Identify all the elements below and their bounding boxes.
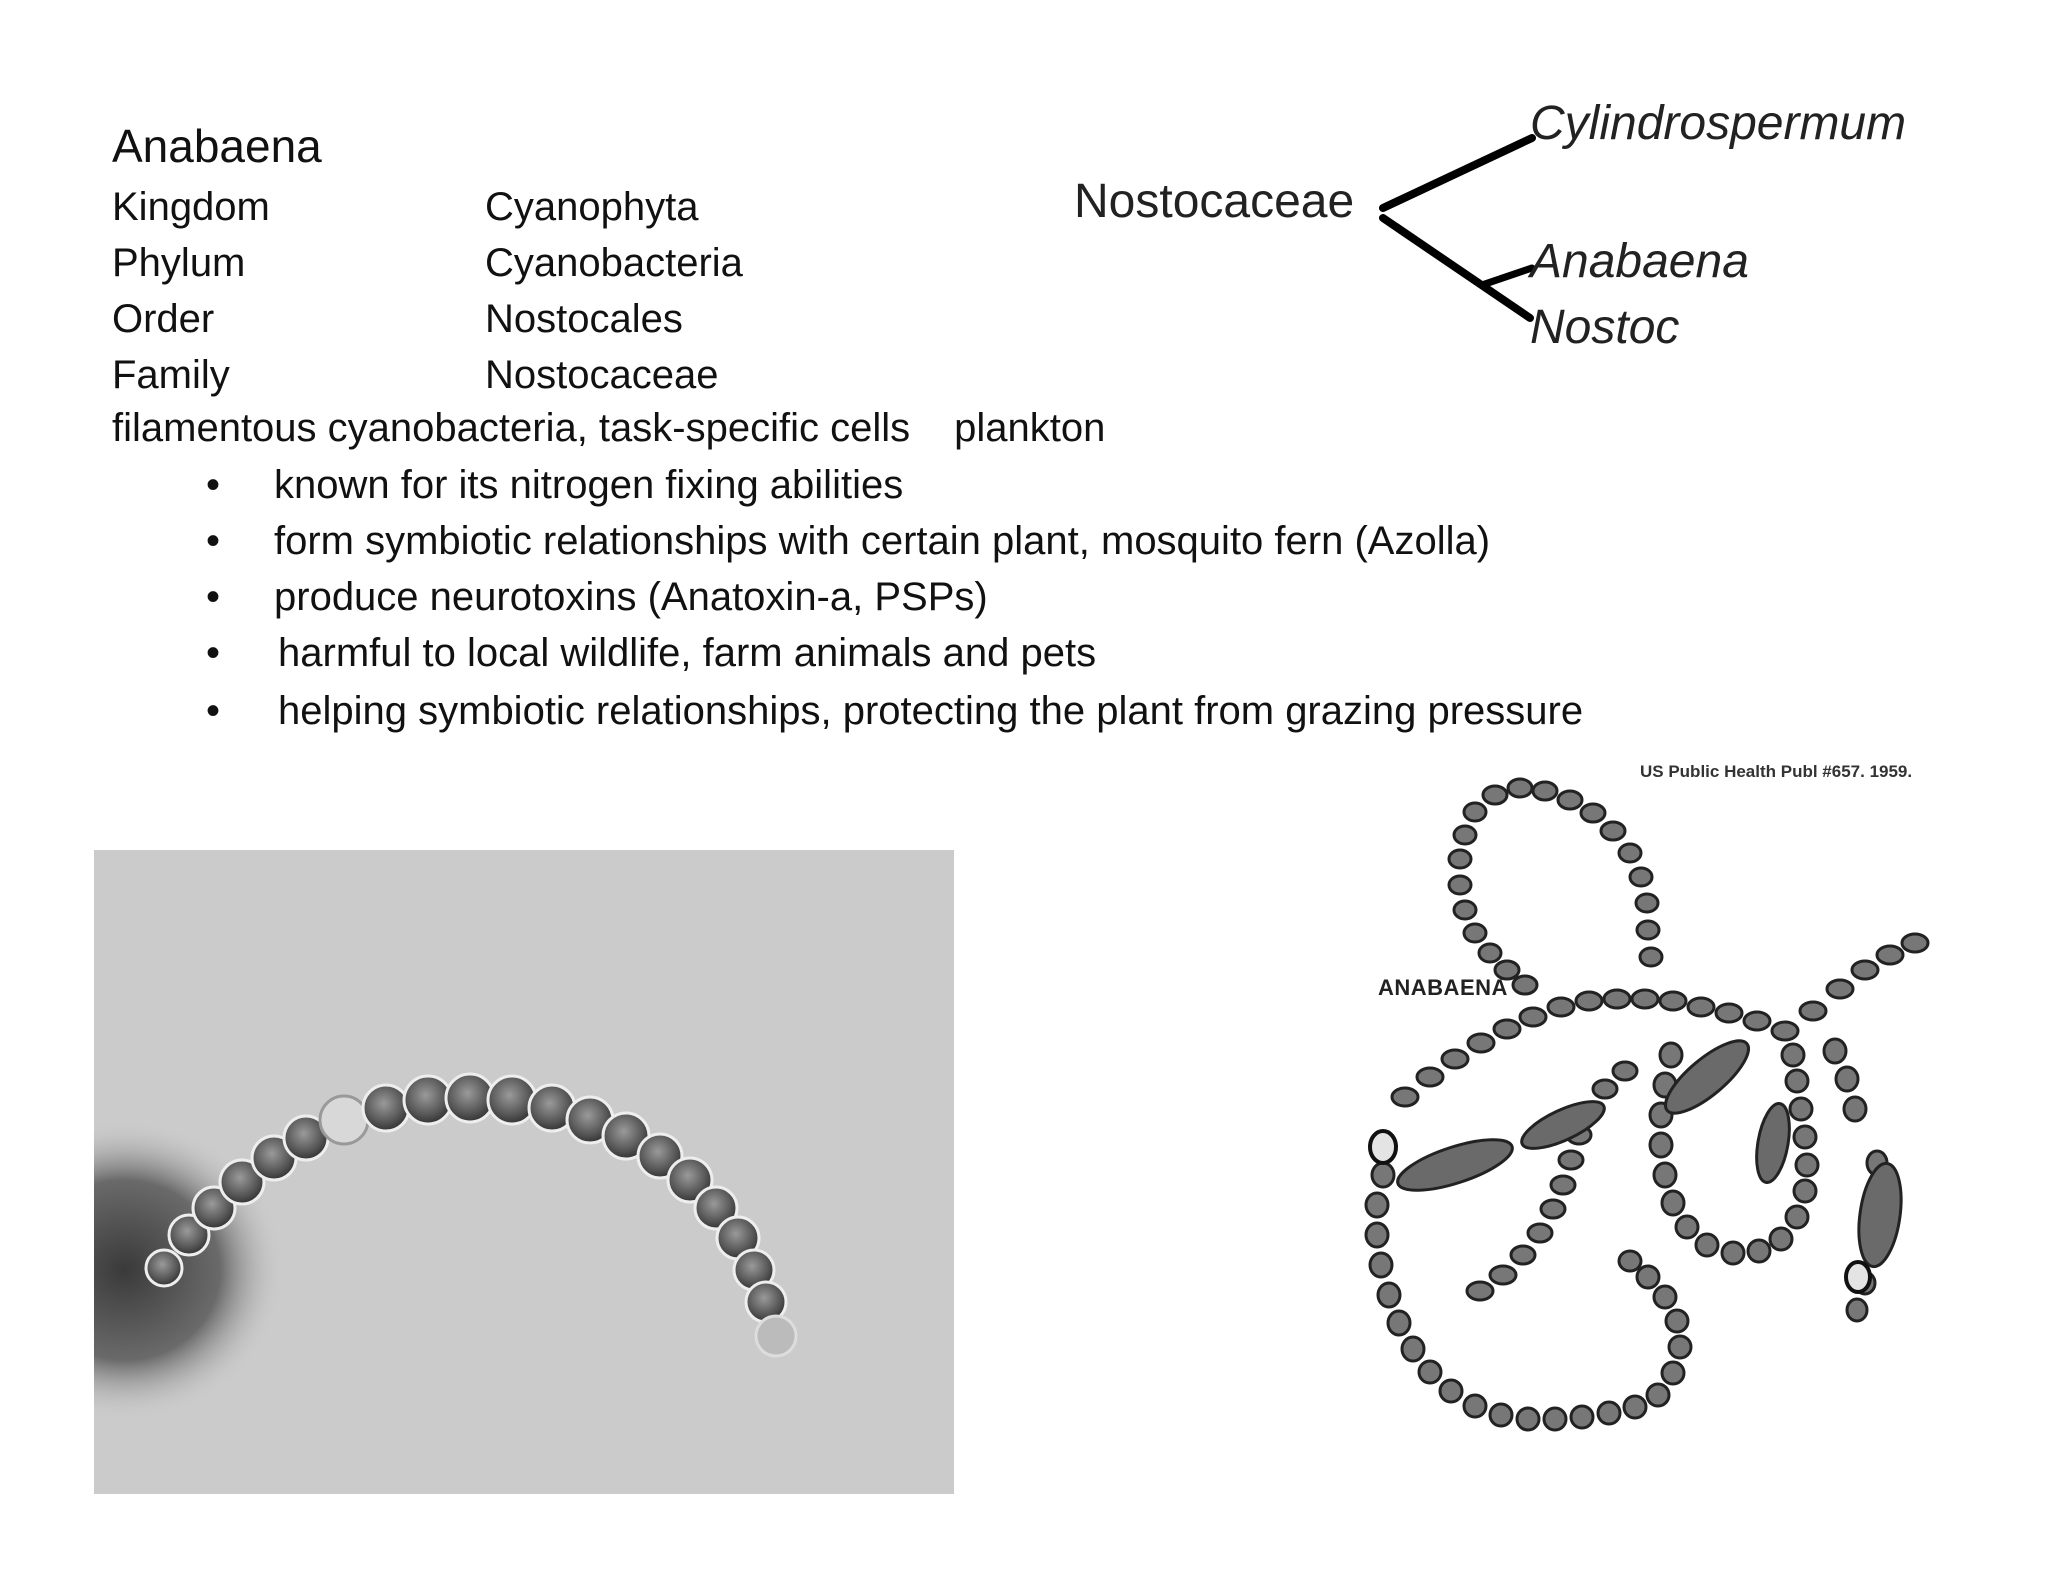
micrograph-photo	[94, 850, 954, 1494]
description-extra: plankton	[954, 406, 1106, 450]
tree-genus-label: Nostoc	[1530, 301, 1680, 354]
bullet-dot: •	[206, 631, 221, 675]
taxonomy-rank: Phylum	[112, 241, 246, 285]
taxonomy-value: Nostocales	[485, 297, 683, 341]
taxonomy-value: Cyanobacteria	[485, 241, 743, 285]
bullet-text: known for its nitrogen fixing abilities	[274, 463, 904, 507]
anabaena-drawing	[1335, 755, 1955, 1495]
description-line: filamentous cyanobacteria, task-specific…	[112, 403, 1105, 453]
taxonomy-rank: Family	[112, 353, 230, 397]
bullet-dot: •	[206, 575, 221, 619]
taxonomy-value: Cyanophyta	[485, 185, 699, 229]
drawing-credit: US Public Health Publ #657. 1959.	[1640, 762, 1913, 781]
bullet-text: harmful to local wildlife, farm animals …	[278, 631, 1097, 675]
description-main: filamentous cyanobacteria, task-specific…	[112, 406, 911, 450]
micrograph-image	[94, 850, 954, 1494]
branch-anabaena	[1478, 264, 1536, 289]
bullet-text: helping symbiotic relationships, protect…	[278, 689, 1584, 733]
bullet-dot: •	[206, 519, 221, 563]
slide-title: Anabaena	[112, 120, 322, 172]
family-tree: Nostocaceae Cylindrospermum Anabaena Nos…	[1060, 90, 1960, 370]
taxonomy-rank: Order	[112, 297, 215, 341]
branch-nostoc	[1379, 214, 1534, 322]
drawing-illustration	[1364, 777, 1930, 1432]
bullet-dot: •	[206, 463, 221, 507]
tree-genus-label: Cylindrospermum	[1530, 97, 1907, 150]
tree-family-label: Nostocaceae	[1074, 175, 1355, 228]
taxonomy-value: Nostocaceae	[485, 353, 719, 397]
taxonomy-rank: Kingdom	[112, 185, 270, 229]
bullet-dot: •	[206, 689, 221, 733]
branch-cylindrospermum	[1379, 134, 1536, 212]
bullet-text: form symbiotic relationships with certai…	[274, 519, 1491, 563]
tree-genus-label: Anabaena	[1530, 235, 1749, 288]
tree-branches	[1379, 134, 1536, 322]
bullet-text: produce neurotoxins (Anatoxin-a, PSPs)	[274, 575, 988, 619]
drawing-label: ANABAENA	[1378, 975, 1508, 1000]
